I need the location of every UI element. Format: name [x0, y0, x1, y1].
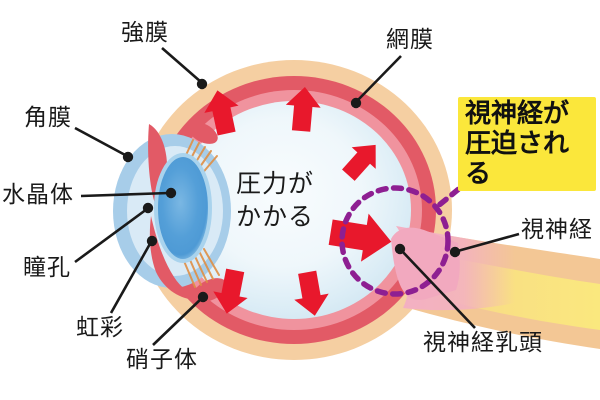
label-optic-disc: 視神経乳頭	[423, 329, 543, 355]
leader-optic-disc	[400, 249, 476, 329]
pressure-arrow	[342, 144, 376, 181]
pressure-arrows	[204, 87, 392, 316]
pressure-caption-line2: かかる	[235, 203, 314, 231]
pressure-arrow	[204, 90, 239, 136]
dot-iris	[146, 235, 158, 247]
compression-callout-line1: 視神経が	[465, 98, 570, 128]
leader-optic-nerve	[453, 232, 520, 254]
dot-pupil	[142, 202, 154, 214]
dot-vitreous	[197, 291, 209, 303]
pressure-arrow	[294, 270, 329, 316]
dot-sclera	[196, 78, 208, 90]
vitreous-body	[177, 101, 411, 319]
pressure-arrow	[285, 87, 321, 132]
compression-callout-line2: 圧迫される	[465, 128, 570, 188]
label-optic-nerve: 視神経	[521, 216, 593, 242]
ciliary-body-upper	[188, 122, 218, 144]
optic-disc	[391, 226, 515, 311]
label-sclera: 強膜	[121, 19, 169, 45]
label-pupil: 瞳孔	[23, 254, 71, 280]
compression-circle	[339, 185, 451, 297]
pressure-caption-line1: 圧力が	[235, 170, 314, 198]
label-iris: 虹彩	[76, 314, 124, 340]
leader-lines	[74, 47, 520, 346]
pressure-caption: 圧力が かかる	[221, 168, 329, 234]
label-lens: 水晶体	[2, 181, 74, 207]
dot-cornea	[122, 151, 134, 163]
leader-vitreous	[152, 297, 203, 346]
dot-retina	[350, 97, 362, 109]
label-retina: 網膜	[386, 26, 434, 52]
iris-lower	[149, 216, 202, 300]
dot-optic-nerve	[449, 246, 461, 258]
label-vitreous: 硝子体	[126, 346, 198, 372]
leader-lens	[80, 191, 170, 198]
lens	[154, 153, 212, 263]
leader-pupil	[74, 207, 148, 264]
leader-retina	[355, 55, 402, 103]
leader-dots	[122, 78, 461, 303]
leader-cornea	[74, 126, 128, 158]
label-cornea: 角膜	[24, 104, 72, 130]
leader-iris	[109, 241, 153, 314]
leader-sclera	[161, 47, 202, 83]
compression-callout: 視神経が 圧迫される	[458, 97, 596, 191]
pressure-arrow	[328, 213, 392, 262]
dot-optic-disc	[394, 243, 406, 255]
pressure-arrow	[213, 268, 248, 314]
dot-lens	[165, 187, 177, 199]
